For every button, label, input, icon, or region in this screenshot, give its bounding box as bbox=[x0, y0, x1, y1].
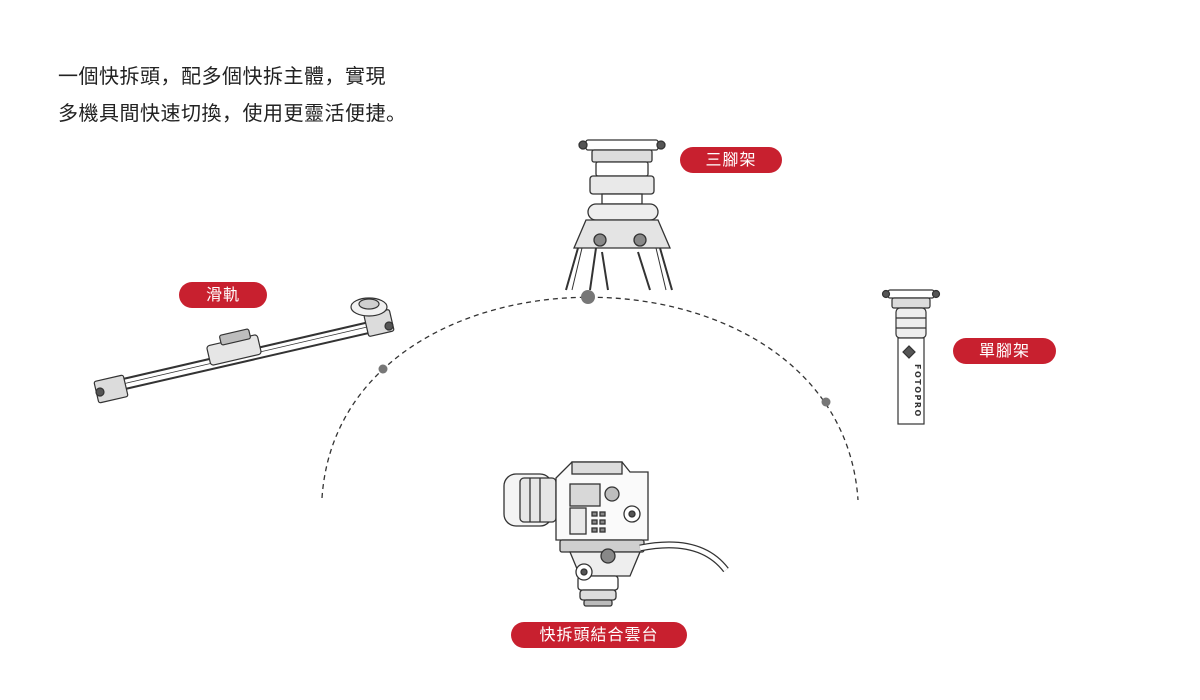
label-monopod: 單腳架 bbox=[953, 338, 1056, 364]
label-slider: 滑軌 bbox=[179, 282, 267, 308]
slider-illustration bbox=[93, 297, 395, 404]
label-center: 快拆頭結合雲台 bbox=[511, 622, 687, 648]
arc-node-top bbox=[581, 290, 595, 304]
tripod-illustration bbox=[565, 139, 673, 291]
monopod-illustration bbox=[881, 289, 941, 425]
camera-head-illustration bbox=[503, 461, 729, 607]
heading: 一個快拆頭，配多個快拆主體，實現 多機具間快速切換，使用更靈活便捷。 bbox=[58, 58, 407, 132]
arc-node-right bbox=[821, 397, 831, 407]
label-tripod: 三腳架 bbox=[680, 147, 782, 173]
heading-line-1: 一個快拆頭，配多個快拆主體，實現 bbox=[58, 64, 386, 88]
arc-node-left bbox=[378, 364, 388, 374]
heading-line-2: 多機具間快速切換，使用更靈活便捷。 bbox=[58, 101, 407, 125]
monopod-brand-text: FOTOPRO bbox=[913, 364, 922, 418]
